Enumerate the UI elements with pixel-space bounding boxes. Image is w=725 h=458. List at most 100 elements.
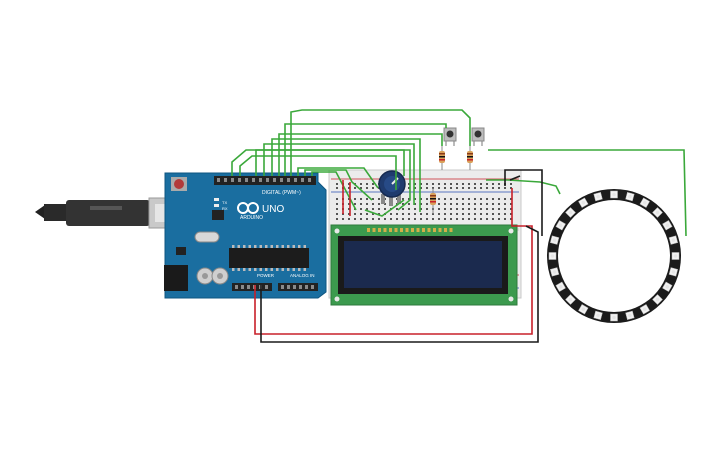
digital-pin[interactable] — [238, 178, 241, 182]
analog-header — [278, 283, 318, 291]
analog-pin[interactable] — [311, 285, 314, 289]
lcd-pin[interactable] — [389, 228, 392, 232]
analog-pin[interactable] — [281, 285, 284, 289]
wire-red-5v[interactable] — [254, 188, 533, 335]
analog-pin[interactable] — [287, 285, 290, 289]
wire-green[interactable] — [311, 171, 357, 211]
wire-green[interactable] — [297, 167, 379, 189]
neopixel-led — [625, 192, 635, 202]
analog-header-label: ANALOG IN — [290, 273, 315, 278]
usb-chip — [212, 210, 224, 220]
lcd-pin[interactable] — [444, 228, 447, 232]
board-brand-label: ARDUINO — [240, 215, 263, 221]
power-header — [232, 283, 272, 291]
wire-black-gnd[interactable] — [504, 169, 543, 236]
lcd-pin[interactable] — [372, 228, 376, 232]
wire-green[interactable] — [255, 149, 411, 211]
neopixel-led — [555, 220, 566, 231]
digital-pin[interactable] — [231, 178, 234, 182]
board-model-label: UNO — [262, 204, 284, 215]
wire-green[interactable] — [263, 143, 415, 205]
digital-pin[interactable] — [217, 178, 220, 182]
dc-power-jack — [164, 265, 188, 291]
resistor-3[interactable] — [430, 188, 436, 214]
neopixel-led — [639, 304, 650, 315]
digital-pin[interactable] — [266, 178, 269, 182]
resistor-1[interactable] — [439, 146, 445, 170]
rx-led-label: RX — [222, 206, 228, 211]
lcd-pin[interactable] — [411, 228, 414, 232]
arduino-logo — [237, 202, 259, 214]
lcd-pin[interactable] — [383, 228, 387, 232]
wire-green[interactable] — [304, 169, 373, 201]
lcd-pin[interactable] — [422, 228, 425, 232]
lcd-16x2-module[interactable] — [330, 224, 518, 306]
digital-pin[interactable] — [273, 178, 276, 182]
wire-green[interactable] — [290, 109, 471, 176]
neopixel-led — [652, 207, 663, 218]
lcd-pin[interactable] — [438, 228, 442, 232]
lcd-pin[interactable] — [394, 228, 398, 232]
neopixel-led — [610, 313, 618, 322]
lcd-pin[interactable] — [378, 228, 381, 232]
neopixel-led — [550, 235, 560, 245]
neopixel-led — [593, 310, 603, 320]
push-button-1[interactable] — [443, 127, 457, 146]
arduino-uno-board[interactable]: UNO ARDUINO DIGITAL (PWM~) TX RX POWER A… — [164, 172, 327, 299]
neopixel-led — [610, 190, 618, 199]
neopixel-ring-24[interactable] — [547, 189, 681, 323]
wire-green[interactable] — [231, 149, 405, 176]
analog-pin[interactable] — [293, 285, 296, 289]
wire-green[interactable] — [239, 155, 397, 190]
wire-green[interactable] — [486, 179, 561, 195]
lcd-pin[interactable] — [416, 228, 420, 232]
digital-header — [214, 176, 316, 185]
digital-pin[interactable] — [308, 178, 311, 182]
digital-pin[interactable] — [287, 178, 290, 182]
lcd-pin[interactable] — [400, 228, 403, 232]
neopixel-led — [565, 207, 576, 218]
wire-green[interactable] — [284, 123, 447, 176]
wire-green[interactable] — [488, 149, 687, 237]
neopixel-led — [639, 197, 650, 208]
neopixel-led — [550, 267, 560, 277]
tx-led-label: TX — [222, 200, 227, 205]
neopixel-led — [625, 310, 635, 320]
wire-green[interactable] — [271, 138, 421, 212]
neopixel-led — [593, 192, 603, 202]
resistor-2[interactable] — [467, 146, 473, 170]
lcd-pin[interactable] — [367, 228, 370, 232]
analog-pin[interactable] — [305, 285, 308, 289]
power-header-label: POWER — [257, 273, 275, 278]
power-pin[interactable] — [265, 285, 268, 289]
digital-pin[interactable] — [224, 178, 227, 182]
neopixel-led — [578, 304, 589, 315]
digital-pin[interactable] — [252, 178, 255, 182]
digital-pin[interactable] — [245, 178, 248, 182]
power-pin[interactable] — [247, 285, 250, 289]
neopixel-led — [578, 197, 589, 208]
neopixel-led — [668, 267, 678, 277]
lcd-pin[interactable] — [427, 228, 431, 232]
digital-pin[interactable] — [301, 178, 304, 182]
wire-green[interactable] — [278, 133, 443, 176]
lcd-pin[interactable] — [405, 228, 409, 232]
push-button-2[interactable] — [471, 127, 485, 146]
lcd-pin[interactable] — [449, 228, 453, 232]
digital-header-label: DIGITAL (PWM~) — [262, 190, 301, 196]
power-pin[interactable] — [235, 285, 238, 289]
lcd-pin[interactable] — [433, 228, 436, 232]
digital-pin[interactable] — [294, 178, 297, 182]
neopixel-led — [662, 220, 673, 231]
crystal-oscillator — [194, 231, 220, 243]
wire-green[interactable] — [364, 199, 405, 217]
power-pin[interactable] — [241, 285, 244, 289]
wire-black-gnd[interactable] — [260, 225, 539, 343]
reset-button[interactable] — [171, 177, 187, 191]
analog-pin[interactable] — [299, 285, 302, 289]
digital-pin[interactable] — [259, 178, 262, 182]
wire-black[interactable] — [509, 175, 521, 181]
digital-pin[interactable] — [280, 178, 283, 182]
wires — [231, 109, 687, 343]
